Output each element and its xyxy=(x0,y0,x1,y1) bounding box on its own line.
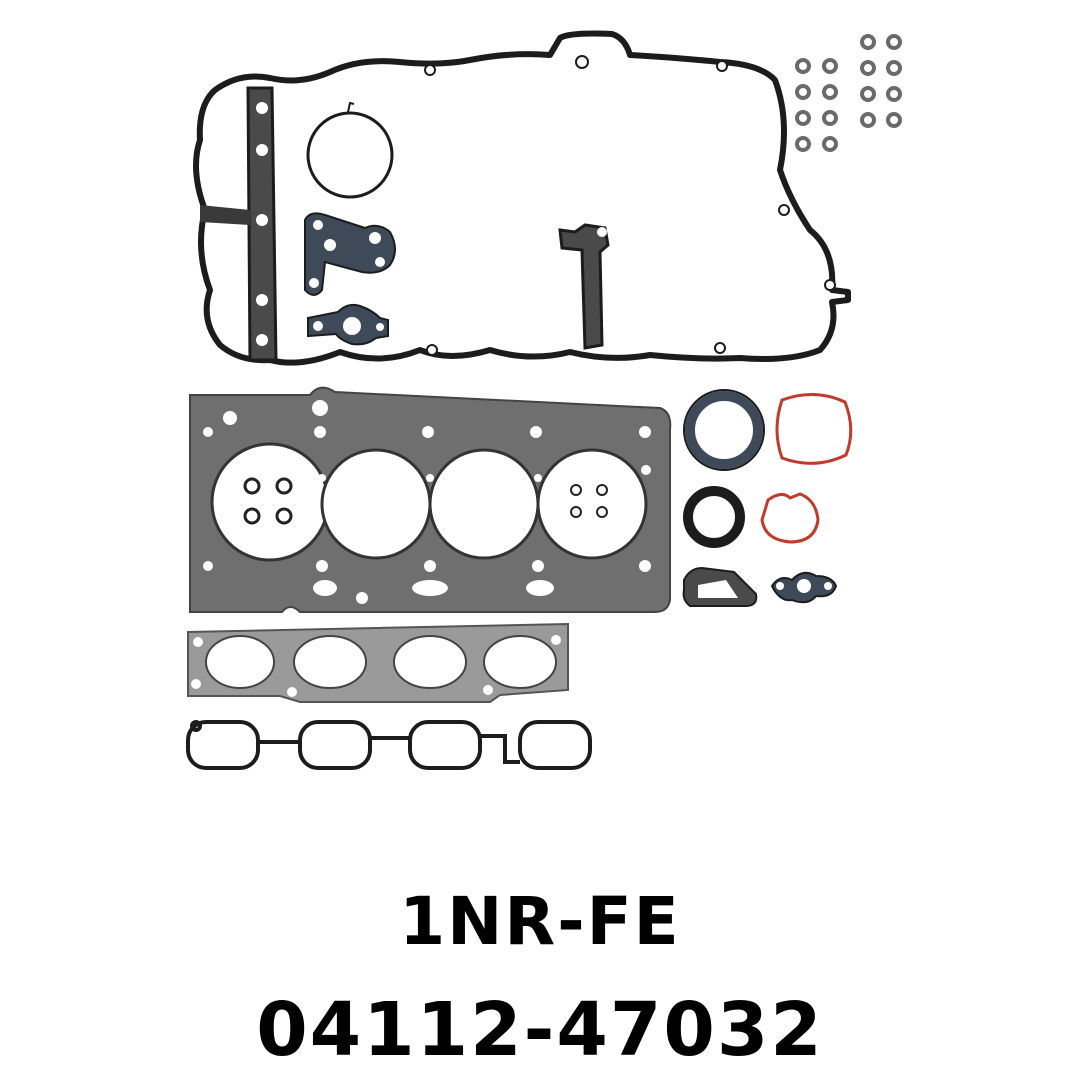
oil-filter-bracket-gasket xyxy=(682,566,758,607)
red-o-ring-small xyxy=(760,492,820,544)
rear-oil-seal xyxy=(683,486,745,548)
front-crankshaft-seal xyxy=(683,389,765,471)
spark-plug-tube-seals xyxy=(795,34,902,152)
intake-manifold-gasket xyxy=(186,720,592,770)
cylinder-head-gasket xyxy=(189,386,672,613)
vvt-gasket-upper xyxy=(304,212,396,296)
valve-cover-gasket xyxy=(193,30,851,366)
round-seal-ring xyxy=(306,101,394,199)
exhaust-manifold-gasket xyxy=(187,622,569,703)
red-o-ring-large xyxy=(775,392,853,465)
part-number-caption: 04112-47032 xyxy=(256,987,824,1073)
vvt-gasket-lower xyxy=(307,303,389,346)
gasket-kit-illustration xyxy=(186,30,902,770)
egr-pipe-gasket xyxy=(770,571,838,604)
engine-code-caption: 1NR-FE xyxy=(399,883,681,960)
